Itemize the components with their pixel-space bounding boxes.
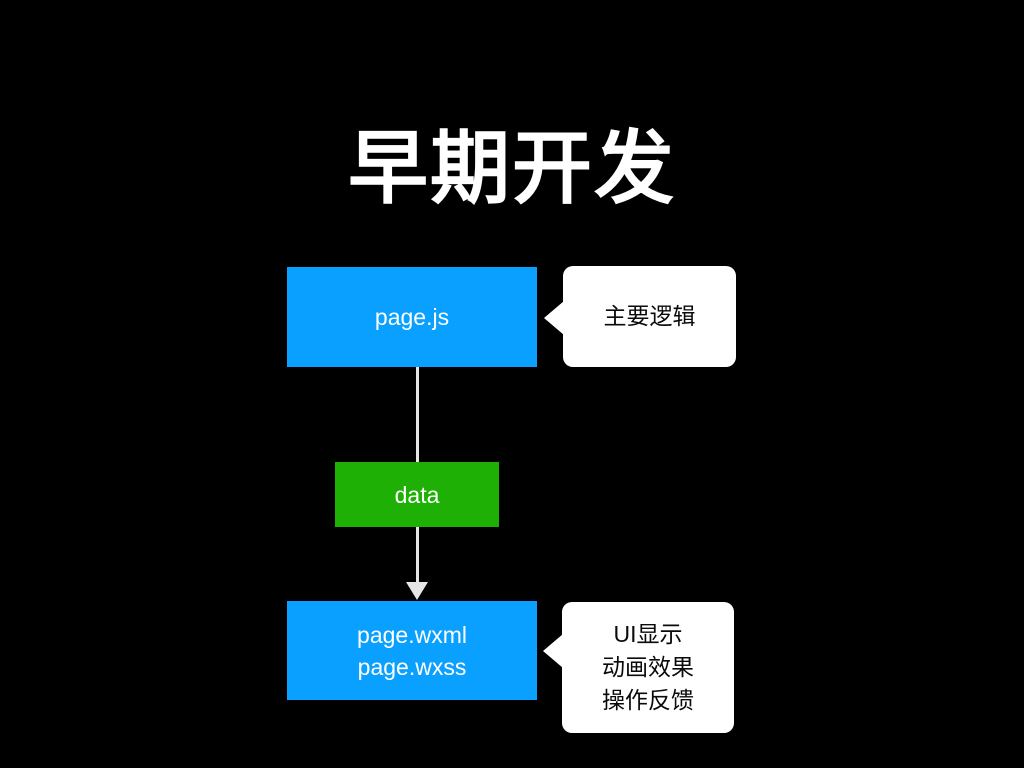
slide-title: 早期开发 xyxy=(348,123,676,213)
node-page-js: page.js xyxy=(287,267,537,367)
node-page-js-label: page.js xyxy=(374,304,450,330)
callout-ui-line-1: UI显示 xyxy=(613,621,683,647)
callout-tail-left-icon xyxy=(544,301,564,335)
callout-main-logic: 主要逻辑 xyxy=(544,266,736,367)
node-page-view-line-1: page.wxml xyxy=(357,621,467,648)
callout-tail-left-icon xyxy=(543,634,563,668)
callout-ui-feedback: UI显示 动画效果 操作反馈 xyxy=(543,602,734,733)
node-page-view-line-2: page.wxss xyxy=(357,653,467,680)
callout-main-logic-text: 主要逻辑 xyxy=(603,303,696,329)
node-data: data xyxy=(335,462,499,527)
callout-ui-line-2: 动画效果 xyxy=(602,654,694,680)
node-page-view: page.wxml page.wxss xyxy=(287,601,537,700)
arrow-down-icon xyxy=(406,582,428,600)
callout-ui-line-3: 操作反馈 xyxy=(602,687,694,713)
node-data-label: data xyxy=(394,481,440,508)
